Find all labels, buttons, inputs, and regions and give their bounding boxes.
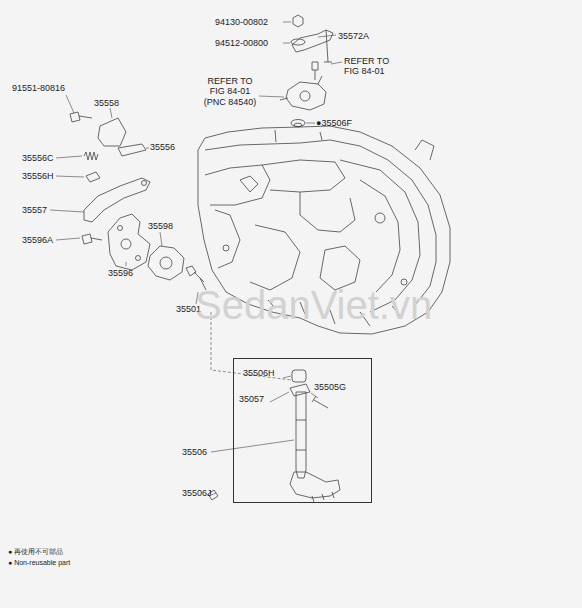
part-number: 35506 bbox=[182, 447, 207, 457]
spring bbox=[84, 152, 98, 160]
part-number: 35556H bbox=[22, 171, 54, 181]
part-number: 35506J bbox=[182, 488, 212, 498]
legend-note: ● Non-reusable part bbox=[8, 559, 70, 567]
detent-cam bbox=[148, 246, 184, 280]
callout-number: 35057 bbox=[239, 394, 264, 404]
part-number: 35558 bbox=[94, 98, 119, 108]
spring-bracket bbox=[98, 118, 126, 146]
part-number: 35556 bbox=[150, 142, 175, 152]
part-number: 35596 bbox=[108, 268, 133, 278]
detent-plate bbox=[108, 214, 150, 270]
part-number: 94512-00800 bbox=[215, 38, 268, 48]
part-number: 91551-80816 bbox=[12, 83, 65, 93]
neutral-start-switch bbox=[286, 82, 326, 110]
detent-lever bbox=[84, 178, 150, 222]
detail-box: 35506H 35057 35505G bbox=[233, 358, 372, 503]
part-number: REFER TO FIG 84-01 bbox=[344, 56, 394, 77]
manual-valve-shaft bbox=[296, 392, 306, 478]
part-number: 35596A bbox=[22, 235, 53, 245]
part-number: 35556C bbox=[22, 153, 54, 163]
part-number: 94130-00802 bbox=[215, 17, 268, 27]
part-number: 35598 bbox=[148, 221, 173, 231]
part-number: REFER TO FIG 84-01 (PNC 84540) bbox=[200, 76, 260, 107]
callout-number: 35506H bbox=[243, 368, 275, 378]
nut bbox=[293, 15, 303, 27]
part-number: 35557 bbox=[22, 205, 47, 215]
pin bbox=[118, 144, 146, 156]
callout-number: 35505G bbox=[314, 382, 346, 392]
legend-note: ● 再使用不可部品 bbox=[8, 548, 63, 556]
part-number: ●35506F bbox=[316, 118, 352, 128]
watermark: SedanViet.vn bbox=[195, 282, 432, 328]
part-number: 35572A bbox=[338, 31, 369, 41]
